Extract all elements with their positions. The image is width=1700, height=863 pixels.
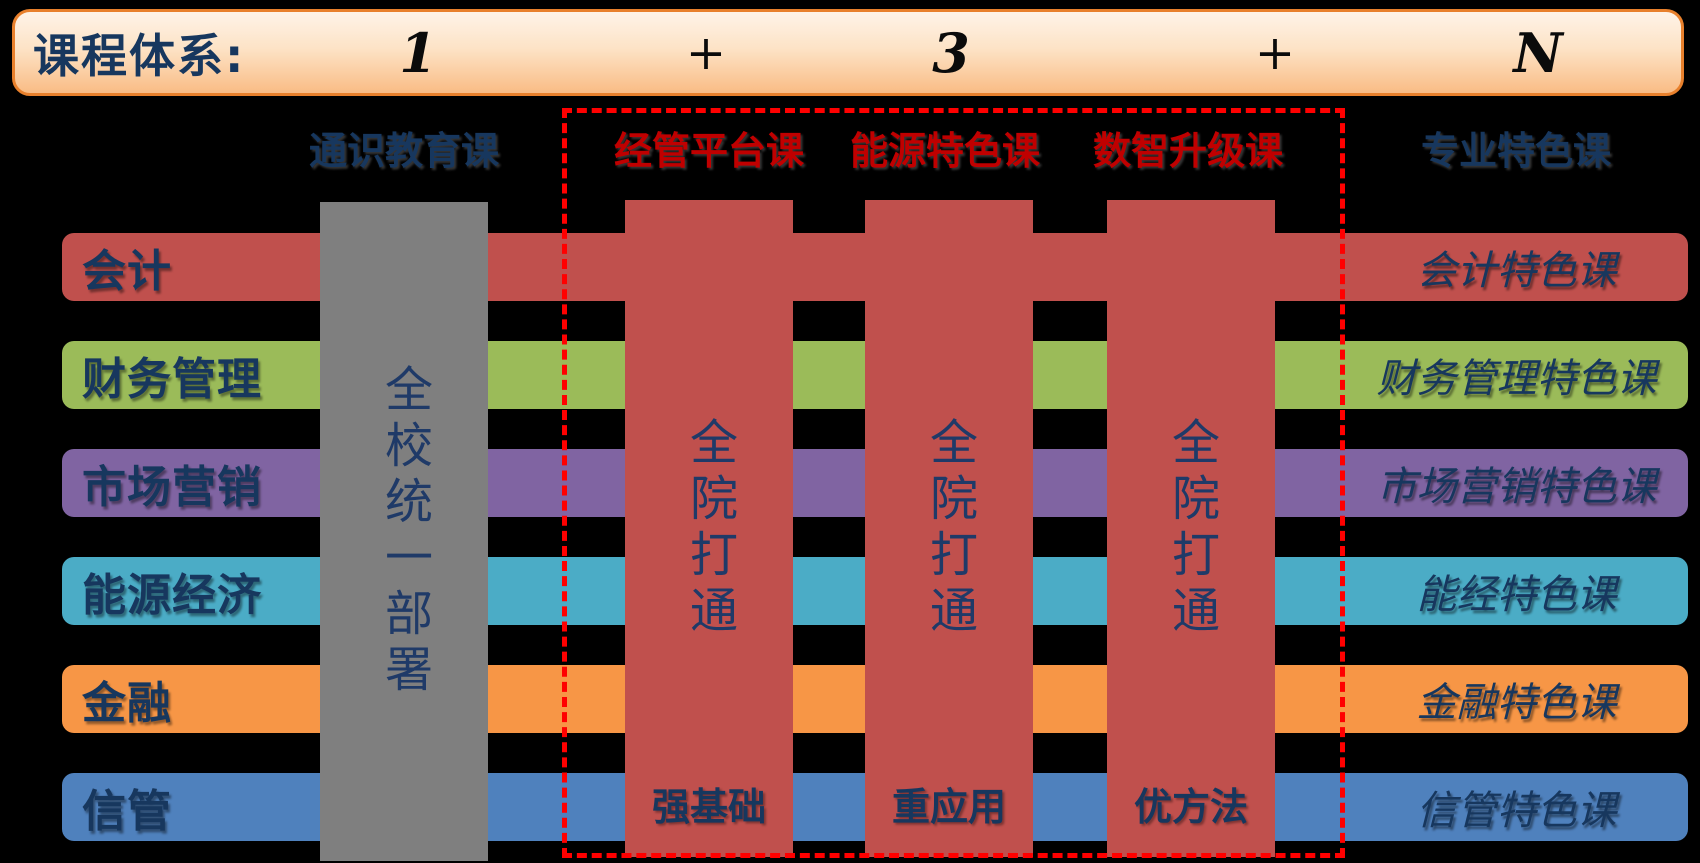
platform-column-footer: 重应用 (891, 785, 1006, 829)
specialty-label: 能经特色课 (1416, 572, 1617, 618)
major-label: 市场营销 (82, 462, 262, 513)
formula-plus-icon: + (685, 24, 727, 81)
platform-column-text: 全院打通 (921, 416, 977, 641)
general-column-text: 全校统一部署 (376, 363, 432, 700)
platform-column-1: 全院打通 强基础 (625, 200, 793, 857)
major-label: 能源经济 (82, 570, 262, 621)
col-header-digital: 数智升级课 (1092, 128, 1283, 173)
major-label: 财务管理 (82, 354, 262, 405)
major-label: 会计 (82, 246, 172, 297)
general-education-column: 全校统一部署 (320, 202, 488, 861)
platform-column-3: 全院打通 优方法 (1107, 200, 1275, 857)
col-header-energy: 能源特色课 (849, 128, 1040, 173)
formula-three: 3 (932, 20, 970, 85)
platform-column-footer: 优方法 (1133, 785, 1248, 829)
platform-column-text: 全院打通 (681, 416, 737, 641)
formula-plus-icon: + (1254, 24, 1296, 81)
specialty-label: 市场营销特色课 (1376, 464, 1657, 510)
specialty-label: 金融特色课 (1416, 680, 1617, 726)
col-header-platform: 经管平台课 (613, 128, 804, 173)
formula-one: 1 (399, 20, 437, 85)
platform-column-2: 全院打通 重应用 (865, 200, 1033, 857)
platform-column-footer: 强基础 (651, 785, 766, 829)
platform-column-text: 全院打通 (1163, 416, 1219, 641)
specialty-label: 财务管理特色课 (1376, 356, 1657, 402)
specialty-label: 信管特色课 (1416, 788, 1617, 834)
col-header-general: 通识教育课 (308, 128, 499, 173)
major-label: 金融 (82, 678, 172, 729)
col-header-specialty: 专业特色课 (1420, 128, 1611, 173)
specialty-label: 会计特色课 (1416, 248, 1617, 294)
header-title: 课程体系: (33, 28, 246, 83)
major-label: 信管 (82, 786, 172, 837)
formula-n: N (1513, 20, 1563, 85)
header-bar: 课程体系: 1 + 3 + N (12, 9, 1684, 96)
